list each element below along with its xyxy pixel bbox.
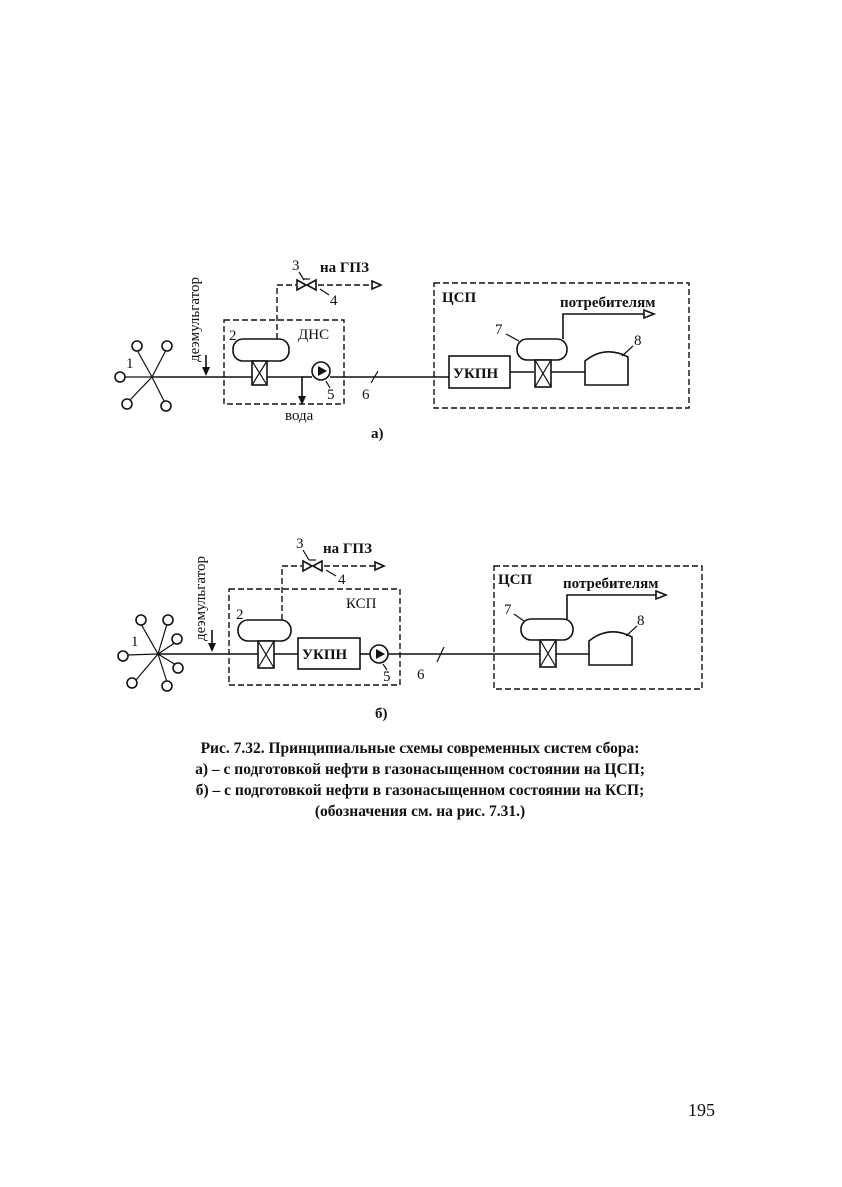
station-box-dns <box>223 319 345 405</box>
label-5-a: 5 <box>327 387 335 403</box>
consumers-label-a: потребителям <box>560 295 655 311</box>
well-cluster-a <box>114 340 173 412</box>
label-5-b: 5 <box>383 669 391 685</box>
ukpn-label-a: УКПН <box>453 366 499 382</box>
label-6-a: 6 <box>362 387 370 403</box>
ukpn-label-b: УКПН <box>302 647 348 663</box>
label-7-a: 7 <box>495 322 503 338</box>
caption-line-1: Рис. 7.32. Принципиальные схемы современ… <box>200 740 640 757</box>
consumers-label-b: потребителям <box>563 576 658 592</box>
tank-8-a <box>584 351 629 386</box>
demulsifier-label-a: деэмульгатор <box>187 277 203 362</box>
sub-label-b: б) <box>375 706 388 722</box>
label-8-b: 8 <box>637 613 645 629</box>
label-3-b: 3 <box>296 536 304 552</box>
figure-caption: Рис. 7.32. Принципиальные схемы современ… <box>100 738 740 822</box>
label-6-b: 6 <box>417 667 425 683</box>
label-7-b: 7 <box>504 602 512 618</box>
tank-8-b <box>588 631 633 666</box>
caption-line-4: (обозначения см. на рис. 7.31.) <box>314 803 526 820</box>
gas-destination-a: на ГПЗ <box>320 260 369 276</box>
separator-7-b <box>520 618 574 668</box>
diagram-a: 1 деэмульгатор ДНС 2 3 на ГПЗ <box>114 258 690 442</box>
page-number: 195 <box>688 1100 715 1120</box>
label-8-a: 8 <box>634 333 642 349</box>
well-cluster-b <box>117 614 184 692</box>
separator-7-a <box>516 338 568 388</box>
label-4-b: 4 <box>338 572 346 588</box>
gas-destination-b: на ГПЗ <box>323 541 372 557</box>
pump-5-b <box>369 644 389 664</box>
csp-label-a: ЦСП <box>442 290 477 306</box>
valve-3-a <box>296 278 317 292</box>
label-2-b: 2 <box>236 607 244 623</box>
label-2-a: 2 <box>229 328 237 344</box>
label-4-a: 4 <box>330 293 338 309</box>
caption-line-2: а) – с подготовкой нефти в газонасыщенно… <box>195 761 645 778</box>
csp-box-b <box>493 565 703 690</box>
ukpn-box-b <box>297 637 361 670</box>
caption-line-3: б) – с подготовкой нефти в газонасыщенно… <box>195 782 645 799</box>
label-1-b: 1 <box>131 634 139 650</box>
pump-5-a <box>311 361 331 381</box>
csp-label-b: ЦСП <box>498 572 533 588</box>
sub-label-a: а) <box>371 426 384 442</box>
station-box-ksp <box>228 588 401 686</box>
separator-2-a <box>232 338 290 386</box>
station-label-dns: ДНС <box>298 327 329 343</box>
label-1-a: 1 <box>126 356 134 372</box>
valve-3-b <box>302 559 323 573</box>
station-label-ksp: КСП <box>346 596 377 612</box>
water-label: вода <box>285 408 314 424</box>
csp-box-a <box>433 282 690 409</box>
separator-2-b <box>237 619 292 669</box>
demulsifier-label-b: деэмульгатор <box>193 556 209 641</box>
label-3-a: 3 <box>292 258 300 274</box>
diagram-b: 1 деэмульгатор КСП 2 3 на ГПЗ 4 <box>117 536 703 722</box>
